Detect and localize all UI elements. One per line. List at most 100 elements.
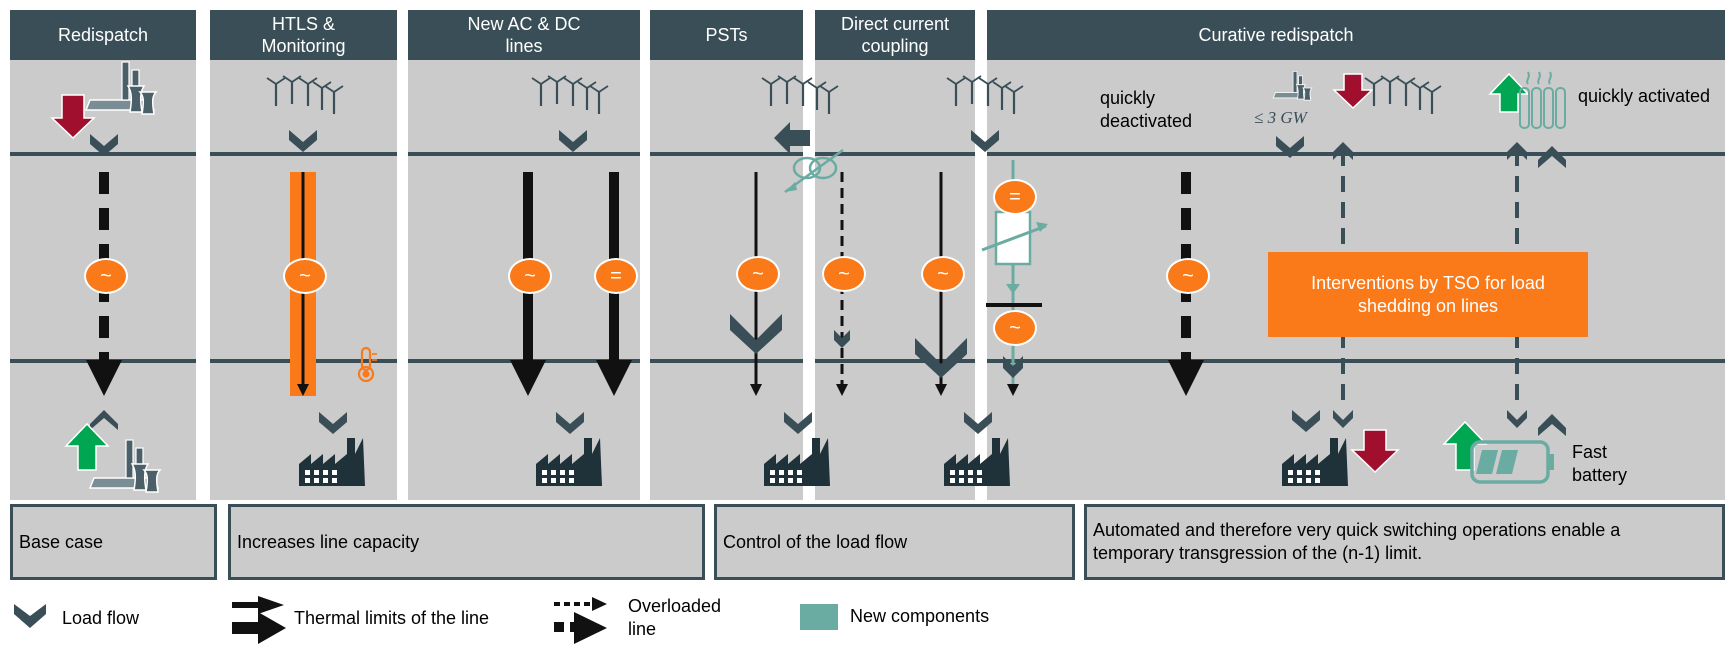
flow-arrowhead (836, 384, 848, 396)
flow-arrowhead (86, 360, 122, 396)
large-flow-chevron-icon (915, 338, 967, 378)
converter-station-icon (981, 210, 1048, 294)
column-psts: PSTs (650, 10, 803, 500)
bottom-busbar (650, 359, 803, 363)
load-flow-chevron-icon (1292, 410, 1320, 432)
small-flow-chevron-icon (1003, 356, 1023, 378)
column-title: Curative redispatch (987, 10, 1725, 60)
fast-battery-label: Fast battery (1572, 442, 1628, 485)
green-up-arrow-icon (64, 422, 110, 471)
load-flow-up-chevron-icon (90, 410, 118, 430)
factory-icon (764, 438, 830, 486)
bottom-busbar (815, 359, 975, 363)
ac-badge-curative: ~ (1166, 258, 1210, 294)
redirect-arrow-icon (774, 122, 810, 154)
column-title: HTLS & Monitoring (210, 10, 397, 60)
ac-badge-converter: ~ (993, 310, 1037, 346)
flow-arrowhead (596, 360, 632, 396)
top-busbar (210, 152, 397, 156)
description-base-case: Base case (10, 504, 217, 580)
column-title: PSTs (650, 10, 803, 60)
column-title: Redispatch (10, 10, 196, 60)
load-flow-chevron-icon (90, 134, 118, 156)
top-busbar (408, 152, 640, 156)
ac-badge-new-ac: ~ (508, 258, 552, 294)
description-text: Base case (19, 531, 104, 552)
legend-load-flow-label: Load flow (62, 608, 140, 628)
up-chevron-icon (1507, 142, 1527, 160)
quickly-deactivated-label: quickly deactivated (1100, 88, 1193, 131)
wind-park-icon (1365, 76, 1441, 114)
wind-park-icon (762, 76, 838, 114)
load-flow-chevron-icon (556, 412, 584, 434)
load-flow-chevron-icon (1276, 136, 1304, 158)
dc-badge-converter: = (993, 179, 1037, 215)
wind-park-icon (947, 76, 1023, 114)
wind-park-icon (532, 76, 608, 114)
column-title: Direct current coupling (815, 10, 975, 60)
legend-new-components-swatch (800, 604, 838, 630)
flow-arrowhead (510, 360, 546, 396)
factory-icon (1282, 438, 1348, 486)
factory-icon (536, 438, 602, 486)
description-text: Automated and therefore very quick switc… (1093, 520, 1621, 563)
red-down-arrow-icon (1332, 73, 1374, 110)
tso-intervention-box: Interventions by TSO for load shedding o… (1268, 252, 1588, 337)
load-flow-up-chevron-icon (1538, 146, 1566, 168)
capacity-limit-label: ≤ 3 GW (1254, 108, 1307, 127)
description-load-flow-control: Control of the load flow (714, 504, 1075, 580)
load-flow-chevron-icon (964, 412, 992, 434)
battery-icon (1470, 440, 1554, 484)
description-text: Increases line capacity (237, 531, 420, 552)
ac-badge-redispatch: ~ (84, 258, 128, 294)
power-plant-icon (89, 439, 161, 493)
factory-icon (299, 438, 365, 486)
flow-arrowhead (1168, 360, 1204, 396)
up-chevron-icon (1333, 142, 1353, 160)
load-flow-chevron-icon (319, 412, 347, 434)
factory-icon (944, 438, 1010, 486)
phase-shifter-icon (784, 148, 844, 194)
load-flow-chevron-icon (971, 130, 999, 152)
load-flow-chevron-icon (289, 130, 317, 152)
load-flow-chevron-icon (784, 412, 812, 434)
ac-badge-pst-1: ~ (736, 256, 780, 292)
large-flow-chevron-icon (730, 314, 782, 354)
wind-park-icon (267, 76, 343, 114)
flow-arrowhead (1007, 384, 1019, 396)
thermometer-icon (357, 346, 377, 383)
legend-load-flow-icon (14, 604, 46, 628)
load-flow-chevron-icon (559, 130, 587, 152)
top-busbar (815, 152, 975, 156)
red-down-arrow-icon (50, 94, 96, 140)
top-busbar (987, 152, 1725, 156)
bottom-busbar (987, 359, 1725, 363)
down-chevron-icon (1333, 410, 1353, 428)
description-text: Control of the load flow (723, 531, 908, 552)
ac-badge-pst-2: ~ (822, 256, 866, 292)
legend-new-components-label: New components (850, 606, 990, 626)
legend-overloaded-icon (554, 597, 607, 644)
green-up-arrow-icon (1442, 420, 1488, 471)
legend-thermal-limits-icon (232, 596, 286, 644)
flow-arrowhead (297, 384, 309, 396)
description-automated: Automated and therefore very quick switc… (1084, 504, 1725, 580)
description-line-capacity: Increases line capacity (228, 504, 705, 580)
column-title: New AC & DC lines (408, 10, 640, 60)
dc-badge-new-dc: = (594, 258, 638, 294)
ac-badge-dc-coupling-line: ~ (921, 256, 965, 292)
flow-arrowhead (750, 384, 762, 396)
down-chevron-icon (1507, 410, 1527, 428)
electric-heater-icon (1519, 71, 1566, 129)
legend-overloaded-label: Overloaded line (628, 596, 722, 639)
small-power-plant-icon (1272, 71, 1313, 101)
red-down-arrow-icon (1350, 429, 1400, 474)
legend-thermal-limits-label: Thermal limits of the line (294, 608, 490, 628)
small-flow-chevron-icon (834, 330, 850, 348)
power-plant-icon (85, 61, 157, 115)
flow-arrowhead (935, 384, 947, 396)
top-busbar (650, 152, 803, 156)
load-flow-up-chevron-icon (1538, 414, 1566, 436)
quickly-activated-label: quickly activated (1578, 86, 1711, 106)
green-up-arrow-icon (1488, 72, 1530, 113)
